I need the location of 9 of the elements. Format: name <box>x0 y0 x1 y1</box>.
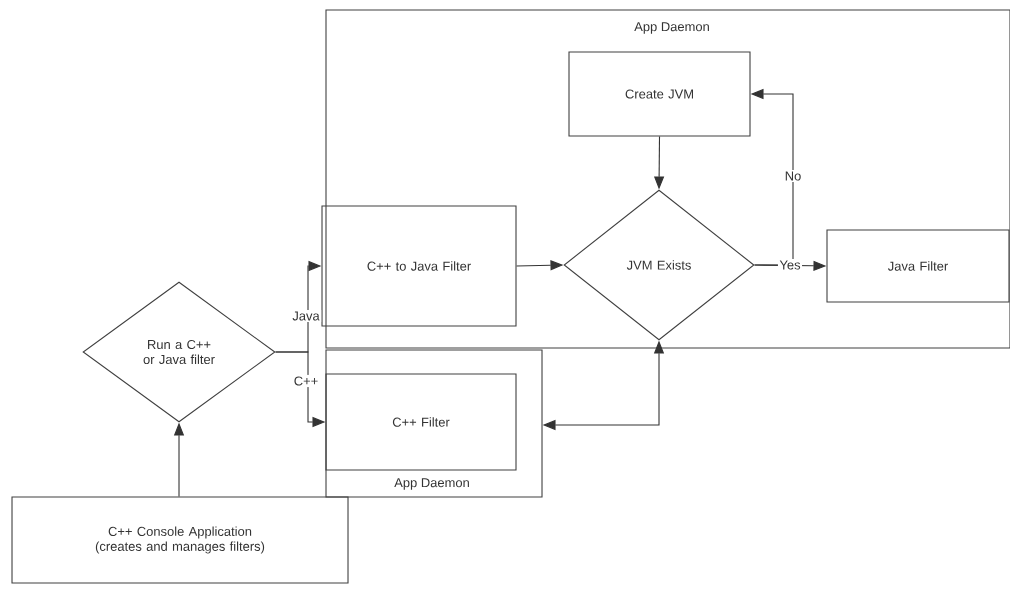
process-box: C++ Console Application (creates and manages filters) <box>11 496 349 584</box>
process-box: C++ Filter <box>325 373 517 471</box>
process-box: C++ to Java Filter <box>321 205 517 327</box>
edge-label: No <box>783 170 803 182</box>
process-box: Create JVM <box>568 51 751 137</box>
process-box: Java Filter <box>826 229 1010 303</box>
edge-label: C++ <box>292 374 320 388</box>
edge-label: Yes <box>777 259 803 271</box>
edge-label: Java <box>290 310 322 322</box>
